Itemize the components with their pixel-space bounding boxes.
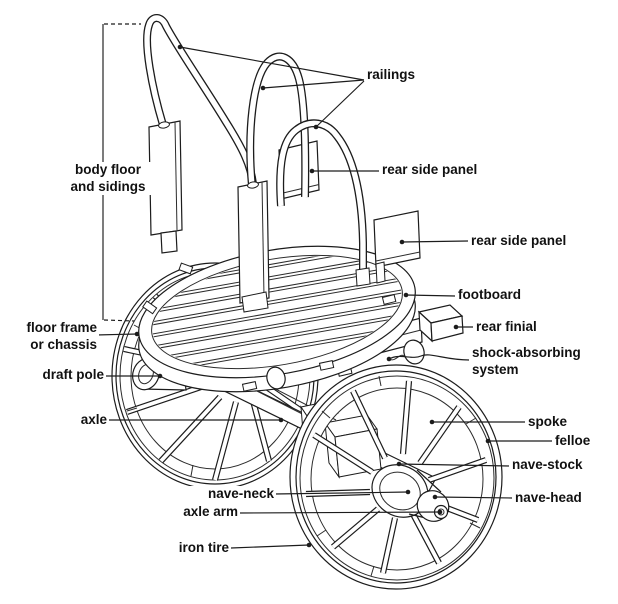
label-rear-side-panel-lower: rear side panel — [469, 233, 569, 250]
label-axle-arm: axle arm — [130, 504, 240, 521]
label-footboard: footboard — [456, 287, 523, 304]
label-iron-tire: iron tire — [120, 540, 231, 557]
label-body-floor-line1: body floor — [75, 162, 141, 177]
leader-lines — [95, 44, 552, 549]
label-shock-line1: shock-absorbing — [472, 345, 581, 360]
right-wheel — [289, 364, 503, 590]
label-floor-frame-line2: or chassis — [30, 336, 97, 352]
label-body-floor-and-sidings: body floor and sidings — [60, 162, 156, 195]
label-floor-frame-line1: floor frame — [26, 320, 97, 335]
center-post — [237, 180, 270, 304]
label-rear-finial: rear finial — [474, 319, 539, 336]
label-rear-side-panel-upper: rear side panel — [380, 162, 480, 179]
label-shock-line2: system — [472, 361, 519, 377]
rear-finial-drawing — [417, 304, 464, 343]
shock-absorber-drawing — [266, 339, 425, 390]
label-nave-neck: nave-neck — [160, 486, 276, 503]
railings-drawing — [143, 14, 371, 287]
label-axle: axle — [20, 412, 109, 429]
label-nave-head: nave-head — [513, 490, 584, 507]
left-post — [148, 120, 183, 236]
label-felloe: felloe — [553, 433, 593, 450]
felloe-drawing — [299, 375, 495, 581]
label-spoke: spoke — [526, 414, 570, 431]
label-body-floor-line2: and sidings — [70, 178, 146, 194]
label-railings: railings — [365, 67, 418, 84]
iron-tire-drawing — [289, 364, 503, 590]
label-floor-frame-or-chassis: floor frame or chassis — [0, 320, 99, 353]
label-draft-pole: draft pole — [0, 367, 106, 384]
label-shock-absorbing-system: shock-absorbing system — [470, 345, 583, 378]
siding-posts — [148, 120, 270, 313]
rear-side-panel-lower-drawing — [373, 210, 421, 284]
label-nave-stock: nave-stock — [510, 457, 585, 474]
